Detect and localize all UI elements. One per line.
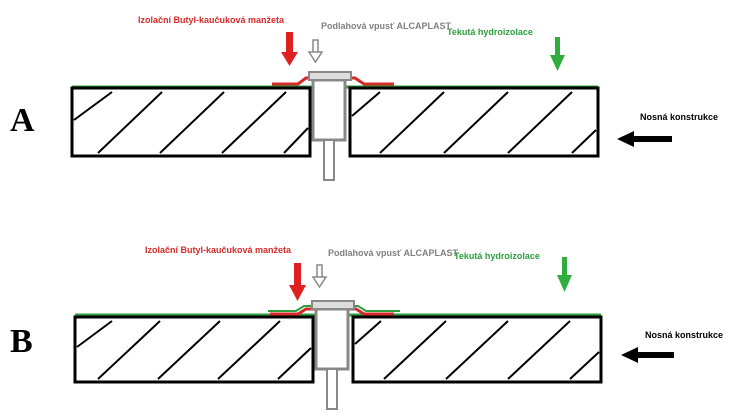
waterproofing-label-b: Tekutá hydroizolace	[454, 251, 540, 261]
waterproofing-label-a: Tekutá hydroizolace	[447, 27, 533, 37]
drain-label-b: Podlahová vpusť ALCAPLAST	[328, 248, 458, 258]
drain-flange	[311, 300, 355, 310]
drain-pipe	[326, 368, 338, 410]
waterproofing-arrow	[557, 257, 572, 292]
structure-label-a: Nosná konstrukce	[640, 112, 719, 122]
left-slab	[73, 315, 315, 384]
structure-arrow	[617, 131, 672, 147]
panel-letter-b: B	[10, 323, 33, 360]
drain-body	[314, 307, 350, 371]
membrane-label-b: Izolační Butyl-kaučuková manžeta	[145, 245, 292, 255]
panel-a	[70, 32, 672, 181]
panel-letter-a: A	[10, 102, 35, 139]
membrane-arrow	[281, 32, 298, 66]
drain-label-a: Podlahová vpusť ALCAPLAST	[321, 21, 451, 31]
drain-body	[311, 78, 347, 142]
waterproofing-arrow	[550, 37, 565, 71]
right-slab-hatching	[351, 91, 597, 154]
right-slab	[348, 86, 600, 158]
panel-b	[73, 257, 674, 410]
right-slab-hatching	[354, 320, 600, 380]
drain-pipe	[323, 139, 335, 181]
left-slab-hatching	[73, 91, 309, 154]
membrane-arrow	[289, 263, 306, 301]
drain-flange	[308, 71, 352, 81]
drain-arrow	[311, 264, 328, 289]
membrane-label-a: Izolační Butyl-kaučuková manžeta	[138, 15, 285, 25]
drain-arrow	[307, 39, 324, 64]
left-slab	[70, 86, 312, 158]
structure-arrow	[621, 347, 674, 363]
structure-label-b: Nosná konstrukce	[645, 330, 724, 340]
left-slab-hatching	[76, 320, 312, 380]
